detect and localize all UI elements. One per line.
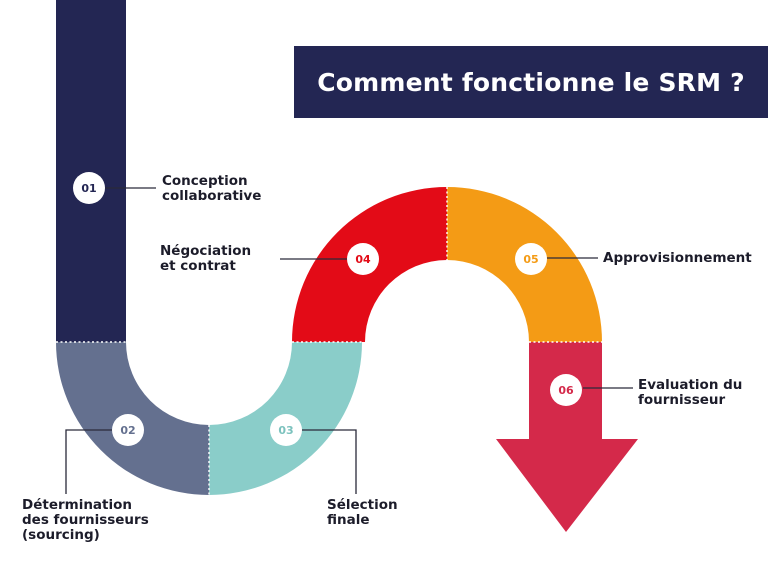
step-05-label: Approvisionnement (603, 250, 752, 266)
connector-02 (65, 429, 112, 494)
segment-06-arrow (496, 342, 638, 532)
connector-03 (302, 429, 357, 494)
step-01-label: Conception collaborative (162, 173, 262, 204)
step-04-label: Négociation et contrat (160, 243, 252, 274)
step-04-badge: 04 (347, 243, 379, 275)
title-banner: Comment fonctionne le SRM ? (294, 46, 768, 118)
step-05-badge: 05 (515, 243, 547, 275)
step-02-badge: 02 (112, 414, 144, 446)
connector-lines (65, 187, 633, 494)
segment-separators (56, 187, 602, 495)
step-06-label: Evaluation du fournisseur (638, 377, 743, 408)
step-06-badge: 06 (550, 374, 582, 406)
step-03-badge: 03 (270, 414, 302, 446)
step-02-label: Détermination des fournisseurs (sourcing… (22, 497, 149, 543)
segment-01 (56, 0, 126, 342)
step-03-label: Sélection finale (327, 497, 398, 528)
page-title: Comment fonctionne le SRM ? (317, 67, 745, 97)
step-01-badge: 01 (73, 172, 105, 204)
